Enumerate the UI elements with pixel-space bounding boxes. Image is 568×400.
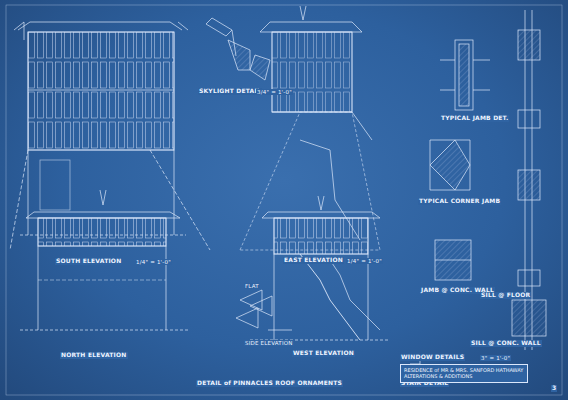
title-text: RESIDENCE of MR & MRS. SANFORD HATHAWAY [404,367,524,373]
view-title: TYPICAL CORNER JAMB [418,198,501,205]
title-text: ALTERATIONS & ADDITIONS [404,373,524,379]
view-title: WEST ELEVATION [292,350,355,357]
view-title: SKYLIGHT DETAIL [198,88,262,95]
view-title: NORTH ELEVATION [60,352,128,359]
view-title: EAST ELEVATION [283,257,344,264]
scale-note: 1/4" = 1'-0" [135,259,172,265]
view-title: SOUTH ELEVATION [55,258,122,265]
scale-note: 1/4" = 1'-0" [346,258,383,264]
view-title: WINDOW DETAILS [400,354,465,361]
view-title: DETAIL of PINNACLES ROOF ORNAMENTS [196,380,343,387]
view-title: 3 [551,385,557,392]
title-block: RESIDENCE of MR & MRS. SANFORD HATHAWAYA… [400,364,528,383]
scale-note: 3/4" = 1'-0" [256,89,293,95]
view-title: TYPICAL JAMB DET. [440,115,509,122]
scale-note: FLAT [244,283,260,289]
scale-note: SIDE ELEVATION [244,340,294,346]
scale-note: 3" = 1'-0" [480,355,511,361]
view-title: SILL @ FLOOR [480,292,531,299]
view-title: SILL @ CONC. WALL [470,340,542,347]
